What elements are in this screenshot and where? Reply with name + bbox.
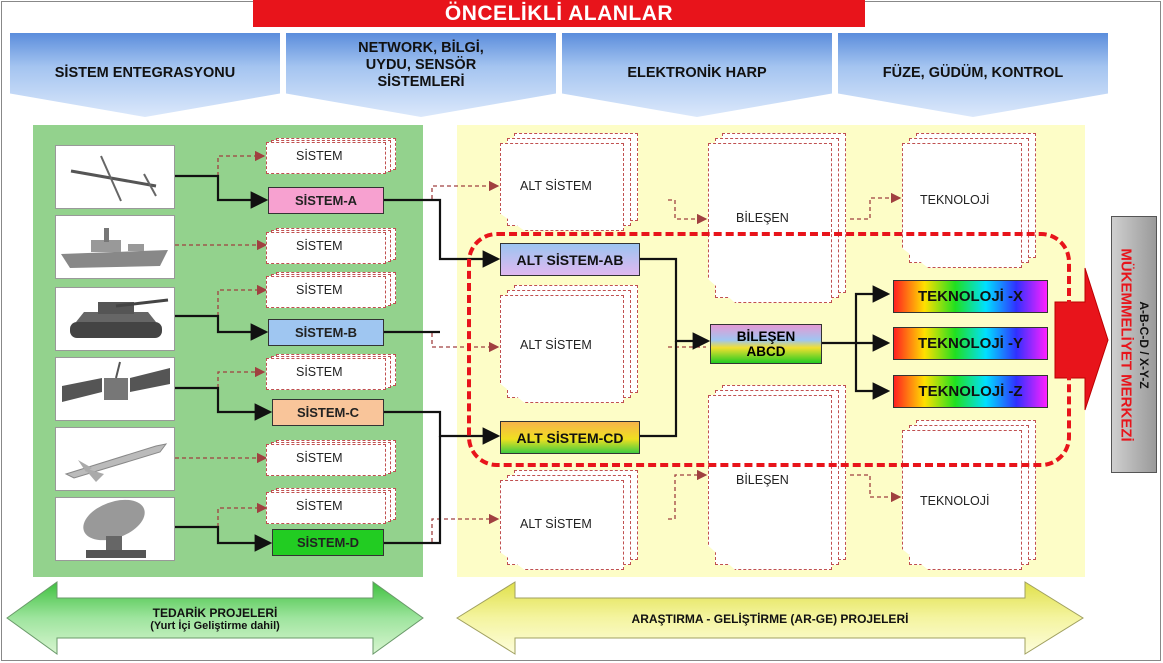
subsystem-stack: ALT SİSTEM — [500, 470, 640, 570]
component-label: BİLEŞEN — [736, 473, 789, 487]
technology-stack: TEKNOLOJİ — [902, 420, 1038, 570]
system-stack: SİSTEM — [266, 138, 396, 174]
rnd-arrow: ARAŞTIRMA - GELİŞTİRME (AR-GE) PROJELERİ — [455, 580, 1085, 657]
warship-icon — [55, 215, 175, 279]
center-of-excellence: MÜKEMMELİYET MERKEZİ A-B-C-D / X-Y-Z — [1111, 216, 1157, 473]
subsystem-label: ALT SİSTEM — [520, 179, 592, 193]
component-stack: BİLEŞEN — [708, 385, 848, 570]
rnd-line: ARAŞTIRMA - GELİŞTİRME (AR-GE) PROJELERİ — [631, 611, 909, 626]
system-label: SİSTEM — [296, 499, 343, 513]
satellite-icon — [55, 357, 175, 421]
component-abcd-line1: BİLEŞEN — [736, 329, 796, 344]
radar-dish-icon — [55, 497, 175, 561]
system-label: SİSTEM — [296, 239, 343, 253]
system-label: SİSTEM — [296, 149, 343, 163]
system-label: SİSTEM — [296, 365, 343, 379]
technology-x-box: TEKNOLOJİ -X — [893, 280, 1048, 313]
system-stack: SİSTEM — [266, 272, 396, 308]
system-stack: SİSTEM — [266, 488, 396, 524]
technology-label: TEKNOLOJİ — [920, 494, 990, 508]
technology-label: TEKNOLOJİ — [920, 193, 990, 207]
system-stack: SİSTEM — [266, 354, 396, 390]
component-abcd-line2: ABCD — [746, 344, 786, 359]
missile-icon — [55, 427, 175, 491]
component-abcd-box: BİLEŞEN ABCD — [710, 324, 822, 364]
system-b-box: SİSTEM-B — [268, 319, 384, 346]
system-c-box: SİSTEM-C — [272, 399, 384, 426]
subsystem-label: ALT SİSTEM — [520, 338, 592, 352]
procurement-line1: TEDARİK PROJELERİ — [152, 605, 278, 620]
system-d-box: SİSTEM-D — [272, 529, 384, 556]
page-title: ÖNCELİKLİ ALANLAR — [253, 0, 865, 27]
subsystem-label: ALT SİSTEM — [520, 517, 592, 531]
system-a-box: SİSTEM-A — [268, 187, 384, 214]
subsystem-stack: ALT SİSTEM — [500, 133, 640, 231]
component-stack: BİLEŞEN — [708, 133, 848, 303]
rnd-label: ARAŞTIRMA - GELİŞTİRME (AR-GE) PROJELERİ — [455, 580, 1085, 657]
center-title: MÜKEMMELİYET MERKEZİ — [1117, 247, 1135, 442]
system-stack: SİSTEM — [266, 440, 396, 476]
subsystem-ab-box: ALT SİSTEM-AB — [500, 243, 640, 276]
system-label: SİSTEM — [296, 451, 343, 465]
procurement-label: TEDARİK PROJELERİ (Yurt İçi Geliştirme d… — [5, 580, 425, 657]
focus-area-border — [467, 232, 1071, 467]
header-label: NETWORK, BİLGİ, UYDU, SENSÖR SİSTEMLERİ — [358, 40, 484, 90]
header-label: SİSTEM ENTEGRASYONU — [54, 65, 236, 81]
subsystem-stack: ALT SİSTEM — [500, 285, 640, 405]
subsystem-cd-box: ALT SİSTEM-CD — [500, 421, 640, 454]
procurement-line2: (Yurt İçi Geliştirme dahil) — [150, 619, 280, 632]
system-stack: SİSTEM — [266, 228, 396, 264]
technology-y-box: TEKNOLOJİ -Y — [893, 327, 1048, 360]
technology-z-box: TEKNOLOJİ -Z — [893, 375, 1048, 408]
uav-icon — [55, 145, 175, 209]
center-subtitle: A-B-C-D / X-Y-Z — [1137, 300, 1151, 389]
tank-icon — [55, 287, 175, 351]
procurement-arrow: TEDARİK PROJELERİ (Yurt İçi Geliştirme d… — [5, 580, 425, 657]
system-label: SİSTEM — [296, 283, 343, 297]
component-label: BİLEŞEN — [736, 211, 789, 225]
technology-stack: TEKNOLOJİ — [902, 133, 1038, 268]
header-label: ELEKTRONİK HARP — [627, 65, 767, 81]
header-label: FÜZE, GÜDÜM, KONTROL — [882, 65, 1064, 81]
